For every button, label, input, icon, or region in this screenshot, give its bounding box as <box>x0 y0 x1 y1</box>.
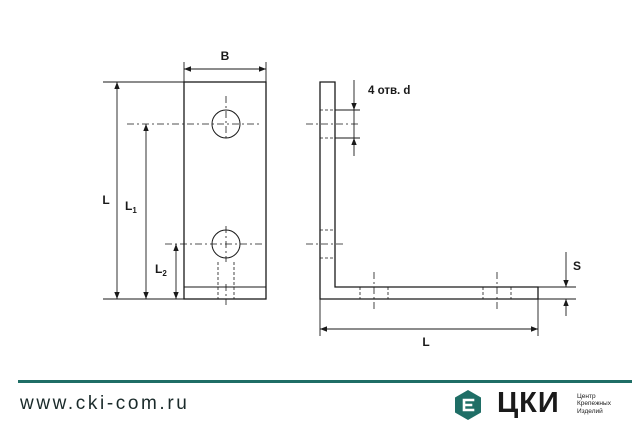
brand-name: ЦКИ <box>497 387 560 419</box>
label-l2: L2 <box>155 262 167 278</box>
label-l1: L1 <box>125 199 137 215</box>
label-l: L <box>102 193 109 207</box>
front-hidden-hole <box>217 262 235 299</box>
label-l-side: L <box>422 335 429 349</box>
brand-subtitle: Центр Крепежных Изделий <box>577 393 611 415</box>
front-dimensions <box>103 62 267 300</box>
site-url[interactable]: www.cki-com.ru <box>20 393 190 414</box>
label-s: S <box>573 259 581 273</box>
brand-logo[interactable]: ЦКИ Центр Крепежных Изделий <box>453 386 633 422</box>
footer-divider <box>18 380 632 383</box>
side-center-lines <box>306 123 498 309</box>
angle-profile <box>319 81 539 300</box>
side-dimensions <box>319 80 576 336</box>
front-center-lines <box>127 96 262 305</box>
front-view <box>127 81 267 305</box>
front-plate <box>183 81 267 300</box>
hexagon-e-icon <box>455 390 481 420</box>
label-holes: 4 отв. d <box>368 85 410 97</box>
side-hidden-holes <box>320 109 512 299</box>
label-b: B <box>221 49 230 63</box>
technical-drawing: B L L1 L2 4 отв. d S L <box>102 49 581 349</box>
side-view <box>306 81 539 309</box>
